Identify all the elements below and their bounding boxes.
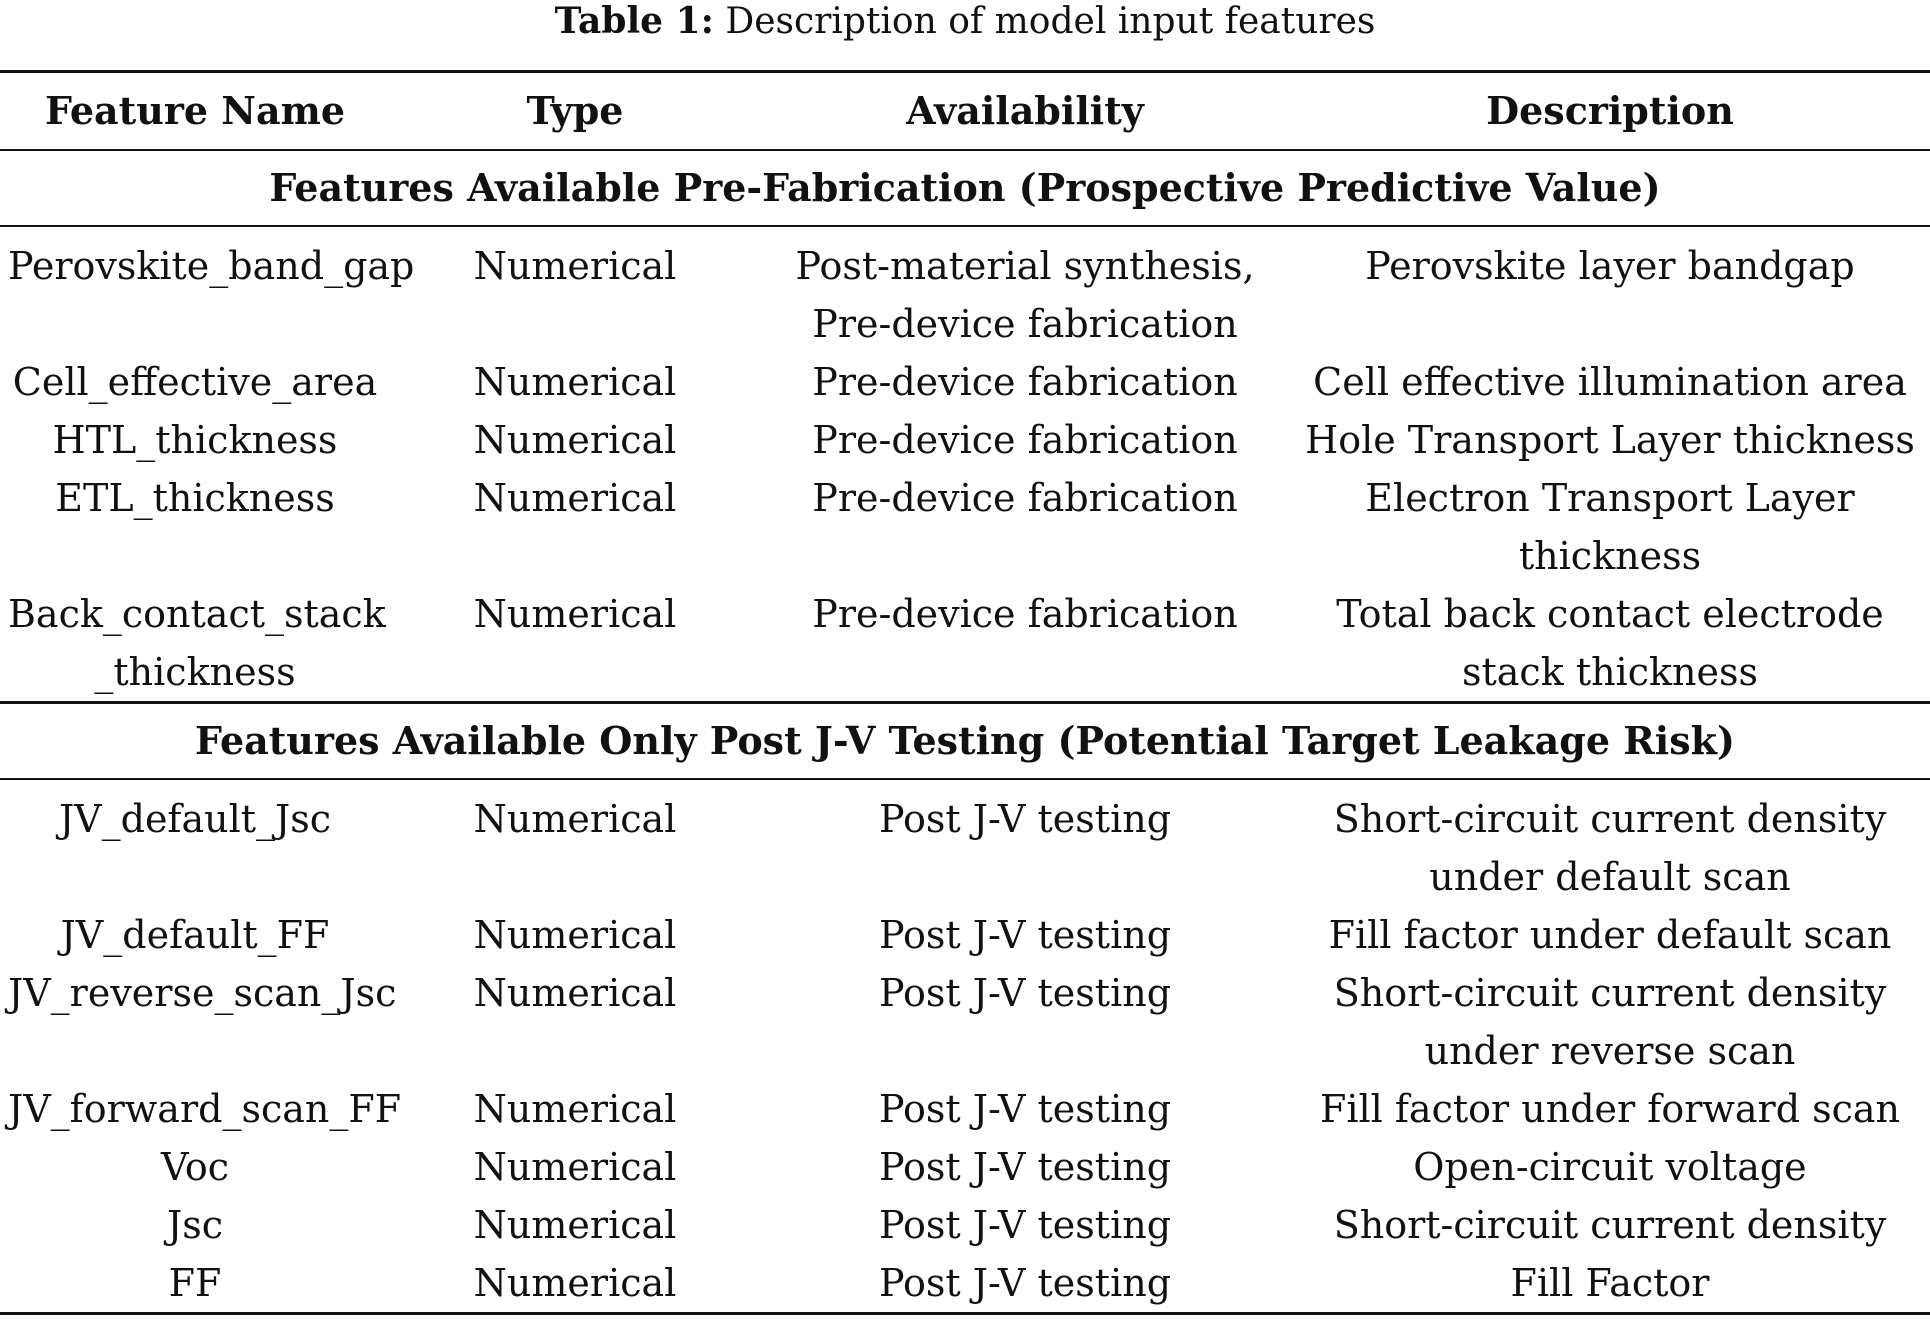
- section-title-pre-fabrication: Features Available Pre-Fabrication (Pros…: [0, 150, 1930, 227]
- table-row: JV_forward_scan_FF Numerical Post J-V te…: [0, 1080, 1930, 1138]
- cell-feature-name: Back_contact_stack _thickness: [8, 592, 386, 694]
- cell-description: Short-circuit current density under reve…: [1333, 971, 1887, 1073]
- cell-availability: Post J-V testing: [878, 1203, 1172, 1247]
- cell-feature-name: FF: [0, 1254, 390, 1315]
- cell-availability: Pre-device fabrication: [812, 360, 1238, 404]
- table-row: Cell_effective_area Numerical Pre-device…: [0, 353, 1930, 411]
- cell-availability: Post J-V testing: [878, 913, 1172, 957]
- cell-feature-name: JV_default_Jsc: [58, 797, 332, 841]
- cell-description: Cell effective illumination area: [1313, 360, 1907, 404]
- table-caption-label: Table 1:: [554, 0, 714, 42]
- header-description: Description: [1290, 70, 1930, 151]
- table-row: HTL_thickness Numerical Pre-device fabri…: [0, 411, 1930, 469]
- header-feature-name: Feature Name: [0, 70, 390, 151]
- cell-type: Numerical: [473, 418, 677, 462]
- cell-type: Numerical: [473, 592, 677, 636]
- cell-type: Numerical: [473, 971, 677, 1015]
- cell-description: Electron Transport Layer thickness: [1365, 476, 1855, 578]
- cell-feature-name: Perovskite_band_gap: [8, 244, 415, 288]
- cell-description: Fill factor under forward scan: [1319, 1087, 1901, 1131]
- cell-description: Hole Transport Layer thickness: [1305, 418, 1915, 462]
- cell-feature-name: ETL_thickness: [55, 476, 335, 520]
- cell-feature-name: HTL_thickness: [52, 418, 338, 462]
- cell-description: Open-circuit voltage: [1413, 1145, 1807, 1189]
- cell-availability: Post J-V testing: [760, 1254, 1290, 1315]
- cell-type: Numerical: [390, 1254, 760, 1315]
- table-row: JV_default_FF Numerical Post J-V testing…: [0, 906, 1930, 964]
- section-title-row: Features Available Only Post J-V Testing…: [0, 701, 1930, 780]
- table-row: Voc Numerical Post J-V testing Open-circ…: [0, 1138, 1930, 1196]
- cell-description: Fill Factor: [1290, 1254, 1930, 1315]
- cell-type: Numerical: [473, 476, 677, 520]
- table-row: JV_reverse_scan_Jsc Numerical Post J-V t…: [0, 964, 1930, 1080]
- cell-availability: Pre-device fabrication: [812, 592, 1238, 636]
- cell-type: Numerical: [473, 244, 677, 288]
- table-caption: Table 1: Description of model input feat…: [0, 0, 1930, 42]
- table-caption-text: Description of model input features: [725, 1, 1376, 42]
- cell-feature-name: Jsc: [166, 1203, 224, 1247]
- cell-type: Numerical: [473, 360, 677, 404]
- features-table: Feature Name Type Availability Descripti…: [0, 70, 1930, 1315]
- cell-type: Numerical: [473, 1087, 677, 1131]
- header-availability: Availability: [760, 70, 1290, 151]
- section-title-row: Features Available Pre-Fabrication (Pros…: [0, 150, 1930, 227]
- table-row: Jsc Numerical Post J-V testing Short-cir…: [0, 1196, 1930, 1254]
- table-body: Features Available Pre-Fabrication (Pros…: [0, 150, 1930, 1315]
- cell-availability: Post J-V testing: [878, 1087, 1172, 1131]
- cell-feature-name: JV_forward_scan_FF: [8, 1087, 402, 1131]
- table-header: Feature Name Type Availability Descripti…: [0, 70, 1930, 151]
- cell-description: Perovskite layer bandgap: [1365, 244, 1855, 288]
- cell-availability: Post J-V testing: [878, 1145, 1172, 1189]
- cell-availability: Post-material synthesis, Pre-device fabr…: [795, 244, 1255, 346]
- cell-availability: Pre-device fabrication: [812, 418, 1238, 462]
- table-row: JV_default_Jsc Numerical Post J-V testin…: [0, 779, 1930, 906]
- cell-description: Fill factor under default scan: [1328, 913, 1892, 957]
- table-row: Perovskite_band_gap Numerical Post-mater…: [0, 226, 1930, 353]
- cell-type: Numerical: [473, 913, 677, 957]
- cell-feature-name: JV_default_FF: [60, 913, 330, 957]
- cell-type: Numerical: [473, 1145, 677, 1189]
- table-row: ETL_thickness Numerical Pre-device fabri…: [0, 469, 1930, 585]
- cell-type: Numerical: [473, 1203, 677, 1247]
- cell-availability: Pre-device fabrication: [812, 476, 1238, 520]
- header-type: Type: [390, 70, 760, 151]
- cell-availability: Post J-V testing: [878, 797, 1172, 841]
- cell-description: Short-circuit current density: [1333, 1203, 1887, 1247]
- section-title-post-jv-testing: Features Available Only Post J-V Testing…: [0, 701, 1930, 780]
- table-row: FF Numerical Post J-V testing Fill Facto…: [0, 1254, 1930, 1315]
- cell-feature-name: Cell_effective_area: [12, 360, 378, 404]
- cell-feature-name: JV_reverse_scan_Jsc: [8, 971, 397, 1015]
- cell-type: Numerical: [473, 797, 677, 841]
- header-row: Feature Name Type Availability Descripti…: [0, 70, 1930, 151]
- cell-description: Short-circuit current density under defa…: [1333, 797, 1887, 899]
- cell-feature-name: Voc: [160, 1145, 230, 1189]
- cell-availability: Post J-V testing: [878, 971, 1172, 1015]
- table-row: Back_contact_stack _thickness Numerical …: [0, 585, 1930, 703]
- cell-description: Total back contact electrode stack thick…: [1336, 592, 1884, 694]
